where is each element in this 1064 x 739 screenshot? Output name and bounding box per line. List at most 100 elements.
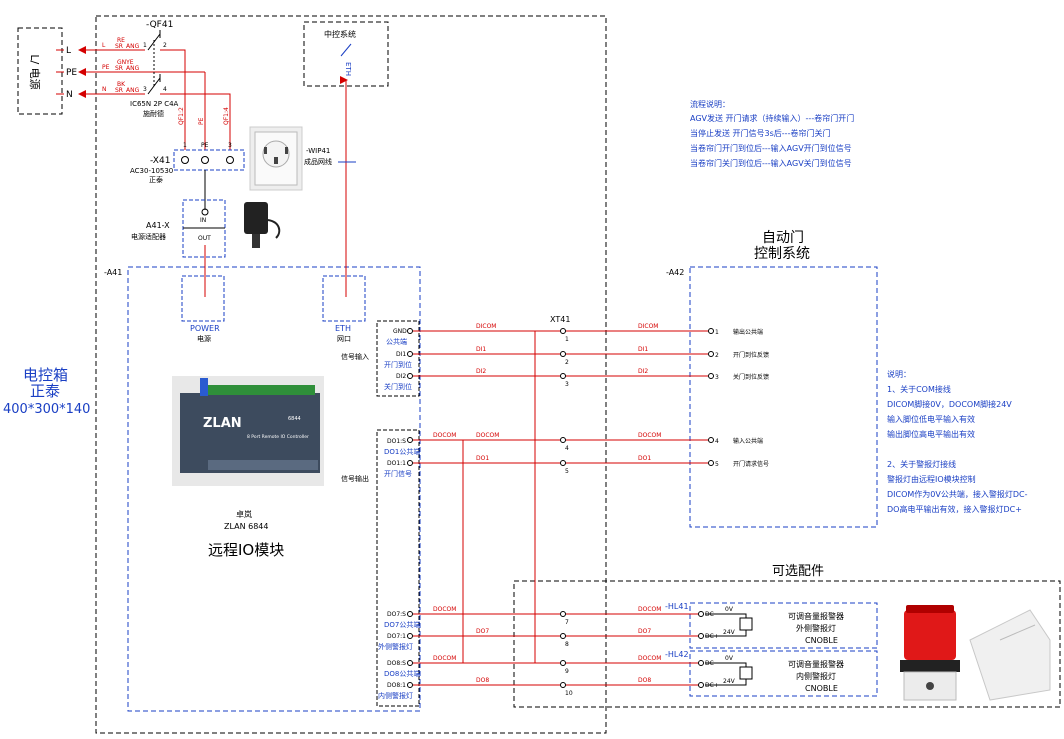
- svg-text:关门到位反馈: 关门到位反馈: [733, 373, 769, 381]
- io-eth-label: ETH: [335, 324, 351, 333]
- io-power-label: POWER: [190, 324, 220, 333]
- breaker-model: IC65N 2P C4A: [130, 100, 179, 108]
- svg-text:7: 7: [565, 619, 569, 626]
- wire3-color: BK: [117, 81, 126, 88]
- adapter-in-terminal: [201, 208, 209, 216]
- io-input-pin-di1: DI1 开门到位: [384, 351, 413, 369]
- door-frame: [689, 266, 878, 528]
- io-module-frame: [127, 266, 421, 712]
- io-input-block: [376, 320, 420, 397]
- svg-text:DI2: DI2: [476, 368, 486, 375]
- svg-text:DICOM作为0V公共端，接入警报灯DC-: DICOM作为0V公共端，接入警报灯DC-: [887, 489, 1028, 499]
- svg-text:DO7:1: DO7:1: [387, 633, 406, 640]
- wire-l-label: L: [102, 42, 106, 49]
- svg-text:输出公共端: 输出公共端: [733, 328, 763, 336]
- wire1-color: RE: [117, 37, 125, 44]
- lamp2-frame: [689, 650, 878, 697]
- io-photo-logo: ZLAN: [203, 416, 242, 431]
- branch-label-2: PE: [198, 117, 205, 125]
- terminal-n-label: N: [66, 90, 73, 100]
- svg-text:DO8: DO8: [476, 677, 489, 684]
- io-output-pin-do7: DO7:1 外侧警报灯: [378, 633, 413, 651]
- svg-text:警报灯由远程IO模块控制: 警报灯由远程IO模块控制: [887, 474, 976, 484]
- svg-text:DOCOM: DOCOM: [433, 606, 456, 613]
- terminal-x41-box: [173, 149, 245, 171]
- svg-text:DO8: DO8: [638, 677, 651, 684]
- lamp2-terminals: [698, 660, 753, 688]
- power-terminals: [56, 49, 64, 95]
- branch-label-1: QF1:2: [178, 107, 185, 125]
- door-title-line1: 自动门: [762, 230, 804, 246]
- bracket-image: [969, 609, 1051, 701]
- svg-text:2: 2: [565, 359, 569, 366]
- svg-text:DOCOM: DOCOM: [638, 432, 661, 439]
- lamp2-line1: 可调音量报警器: [788, 659, 844, 669]
- svg-text:内侧警报灯: 内侧警报灯: [378, 691, 413, 700]
- lamp1-tag: -HL41: [665, 602, 689, 611]
- wire-labels: DICOM DI1 DI2 DOCOM DOCOM DO1 DOCOM DO7 …: [433, 323, 661, 684]
- lamp2-tag: -HL42: [665, 650, 689, 659]
- io-output-pin-do8: DO8:1 内侧警报灯: [378, 682, 413, 700]
- cable-desc: 成品网线: [304, 157, 332, 166]
- optional-title: 可选配件: [772, 564, 824, 579]
- svg-text:5: 5: [715, 461, 719, 468]
- wire2-color: GNYE: [117, 59, 134, 66]
- branch-label-3: QF1:4: [223, 107, 230, 125]
- svg-text:输入脚位低电平输入有效: 输入脚位低电平输入有效: [887, 414, 975, 424]
- adapter-desc: 电源适配器: [131, 232, 166, 241]
- svg-text:9: 9: [565, 668, 569, 675]
- io-module-photo: [172, 376, 324, 486]
- wire1-num: 1: [143, 42, 147, 49]
- svg-text:1: 1: [565, 336, 569, 343]
- svg-text:公共端: 公共端: [386, 337, 407, 346]
- svg-text:GND: GND: [393, 328, 407, 335]
- svg-text:DO7: DO7: [476, 628, 489, 635]
- lamp2-line3: CNOBLE: [805, 684, 838, 693]
- svg-text:当停止发送 开门信号3s后---卷帘门关门: 当停止发送 开门信号3s后---卷帘门关门: [690, 128, 830, 138]
- terminal-l-label: L: [66, 46, 71, 56]
- x41-pin2: PE: [201, 142, 209, 149]
- svg-text:DO1: DO1: [638, 455, 651, 462]
- svg-text:DICOM: DICOM: [638, 323, 658, 330]
- breaker-pin2: 2: [163, 42, 167, 49]
- io-output-pin-do1s: DO1:S DO1公共端: [384, 437, 420, 456]
- central-port-slash: [340, 43, 352, 57]
- svg-text:说明：: 说明：: [887, 369, 911, 379]
- x41-terminals: [181, 156, 234, 164]
- svg-text:10: 10: [565, 690, 573, 697]
- io-power-port: [181, 275, 225, 322]
- svg-text:开门请求信号: 开门请求信号: [733, 460, 769, 468]
- x41-pin3: 3: [228, 142, 232, 149]
- io-input-pin-gnd: GND 公共端: [386, 328, 413, 346]
- io-input-group-label: 信号输入: [341, 352, 369, 361]
- breaker-symbol: [147, 30, 161, 95]
- svg-text:DO1:1: DO1:1: [387, 460, 406, 467]
- svg-text:4: 4: [565, 445, 569, 452]
- door-pins: [708, 328, 714, 466]
- io-eth-desc: 网口: [337, 335, 351, 343]
- adapter-out: OUT: [198, 235, 211, 242]
- cable-tag: -WIP41: [306, 147, 330, 155]
- io-output-pin-do1: DO1:1 开门信号: [384, 460, 413, 478]
- terminal-pe-label: PE: [66, 68, 77, 78]
- svg-text:输出脚位高电平输出有效: 输出脚位高电平输出有效: [887, 429, 975, 439]
- svg-text:DO8公共端: DO8公共端: [384, 669, 420, 678]
- lamp1-pos: DC+: [705, 633, 719, 640]
- io-brand: 卓岚: [236, 509, 252, 519]
- wire-n-label: N: [102, 86, 107, 93]
- x41-tag: -X41: [150, 156, 170, 166]
- breaker-pin4: 4: [163, 86, 167, 93]
- svg-text:当卷帘门关门到位后---输入AGV关门到位信号: 当卷帘门关门到位后---输入AGV关门到位信号: [690, 158, 852, 168]
- optional-frame: [513, 580, 1061, 708]
- breaker-out-wires: [160, 49, 231, 150]
- lamp1-neg: DC-: [705, 611, 716, 618]
- adapter-tag: A41-X: [146, 221, 170, 230]
- svg-text:2: 2: [715, 352, 719, 359]
- cabinet-title-2: 正泰: [30, 382, 60, 400]
- io-output-pin-do8s: DO8:S DO8公共端: [384, 660, 420, 678]
- breaker-desc: 施耐德: [143, 109, 164, 118]
- svg-text:5: 5: [565, 468, 569, 475]
- adapter-in: IN: [200, 217, 206, 224]
- power-source-frame: [17, 27, 63, 115]
- svg-text:DOCOM: DOCOM: [433, 655, 456, 662]
